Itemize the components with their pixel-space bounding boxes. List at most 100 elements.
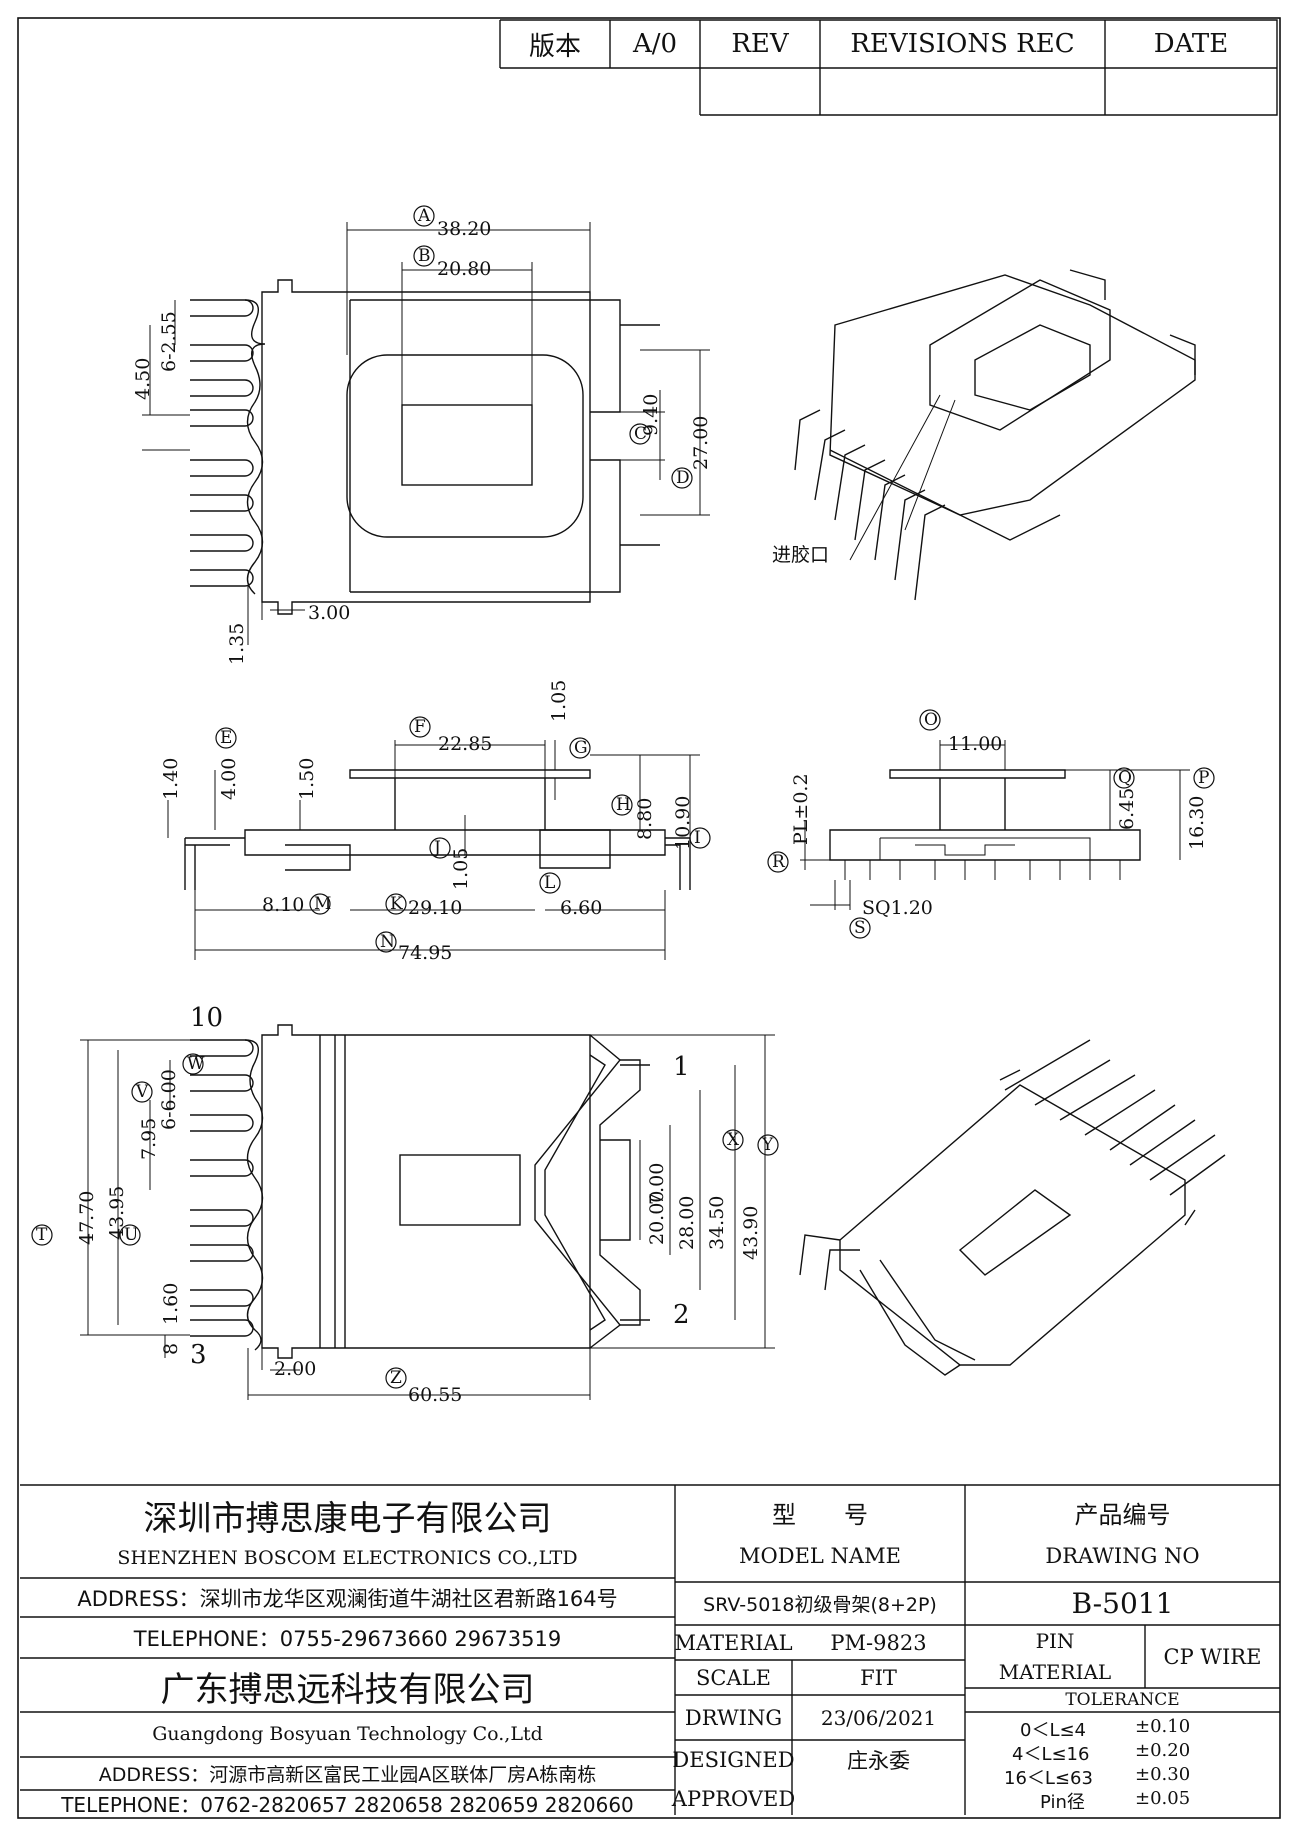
dim-w: 6-6.00 xyxy=(158,1069,180,1130)
dim-j: 1.05 xyxy=(450,847,472,890)
dim-l: 6.60 xyxy=(560,897,603,919)
date-label: DATE xyxy=(1153,29,1229,59)
side-view xyxy=(800,740,1190,910)
material-label: MATERIAL xyxy=(674,1630,793,1655)
drawing-value: B-5011 xyxy=(1071,1587,1174,1620)
dim-c: 9.40 xyxy=(640,393,662,436)
approved-label: APPROVED xyxy=(671,1786,796,1811)
dim-e: 4.00 xyxy=(218,757,240,800)
dim-n1: 1.60 xyxy=(160,1282,182,1325)
telephone2: TELEPHONE：0762-2820657 2820658 2820659 2… xyxy=(61,1793,634,1817)
dim-m: 8.10 xyxy=(262,894,305,916)
callout-o: O xyxy=(924,710,938,730)
callout-d: D xyxy=(676,468,690,488)
dim-r3: 28.00 xyxy=(676,1195,698,1250)
company1-cn: 深圳市搏思康电子有限公司 xyxy=(143,1498,552,1539)
callout-f: F xyxy=(414,717,426,737)
iso-top-view xyxy=(794,269,1196,601)
dim-x: 34.50 xyxy=(706,1195,728,1250)
dim-g1: 8 xyxy=(160,1342,182,1355)
dim-h: 8.80 xyxy=(634,797,656,840)
callout-g: G xyxy=(574,738,588,758)
top-view xyxy=(142,222,710,645)
dim-k: 29.10 xyxy=(408,897,463,919)
callout-y: Y xyxy=(762,1135,774,1155)
callout-k: K xyxy=(390,894,403,914)
tolerance-range-2: 4＜L≤16 xyxy=(1012,1744,1090,1765)
callout-q: Q xyxy=(1118,768,1132,788)
callout-b: B xyxy=(418,246,431,266)
dim-r2: 20.00 xyxy=(646,1190,668,1245)
callout-i: I xyxy=(694,828,701,848)
dim-pin-gap: 4.50 xyxy=(132,357,154,400)
pin-material-label-1: PIN xyxy=(1035,1628,1075,1653)
model-name-cn: 型 号 xyxy=(772,1500,868,1529)
dim-o: 11.00 xyxy=(948,733,1003,755)
pin-number-3: 3 xyxy=(190,1340,207,1370)
callout-w: W xyxy=(187,1054,205,1074)
callout-n: N xyxy=(380,932,395,952)
dim-p: 16.30 xyxy=(1186,795,1208,850)
callout-u: U xyxy=(124,1225,139,1245)
dim-pl: PL±0.2 xyxy=(790,773,812,845)
dim-w2: 2.00 xyxy=(274,1358,317,1380)
model-value: SRV-5018初级骨架(8+2P) xyxy=(703,1594,937,1616)
version-label: 版本 xyxy=(528,31,581,62)
callout-j: J xyxy=(434,838,441,858)
dim-s: SQ1.20 xyxy=(862,897,933,919)
tolerance-value-1: ±0.10 xyxy=(1135,1716,1191,1737)
dim-pin-pitch: 6-2.55 xyxy=(158,311,180,372)
company2-cn: 广东搏思远科技有限公司 xyxy=(160,1669,535,1710)
material-value: PM-9823 xyxy=(830,1630,927,1655)
pin-material-label-2: MATERIAL xyxy=(998,1660,1112,1684)
rev-label: REV xyxy=(731,29,789,59)
dim-h1: 1.40 xyxy=(160,757,182,800)
designed-value: 庄永委 xyxy=(847,1749,910,1773)
company1-en: SHENZHEN BOSCOM ELECTRONICS CO.,LTD xyxy=(117,1547,578,1569)
drawing-date: 23/06/2021 xyxy=(820,1705,937,1730)
callout-a: A xyxy=(418,206,431,226)
callout-t: T xyxy=(36,1225,48,1245)
tolerance-value-4: ±0.05 xyxy=(1135,1788,1191,1809)
tolerance-value-2: ±0.20 xyxy=(1135,1740,1191,1761)
dim-g-top: 1.05 xyxy=(548,679,570,722)
dim-pin-width: 1.35 xyxy=(226,622,248,665)
callout-h: H xyxy=(616,795,631,815)
callout-p: P xyxy=(1198,768,1210,788)
callout-v: V xyxy=(136,1082,149,1102)
callout-s: S xyxy=(854,918,866,938)
pin-number-10: 10 xyxy=(190,1003,224,1033)
bottom-view xyxy=(80,1024,775,1400)
tolerance-range-1: 0＜L≤4 xyxy=(1020,1720,1087,1741)
scale-label: SCALE xyxy=(696,1665,771,1690)
dim-z: 60.55 xyxy=(408,1384,463,1406)
pin-number-2: 2 xyxy=(673,1300,690,1330)
scale-value: FIT xyxy=(860,1665,897,1690)
company2-en: Guangdong Bosyuan Technology Co.,Ltd xyxy=(152,1723,543,1745)
address1: ADDRESS：深圳市龙华区观澜街道牛湖社区君新路164号 xyxy=(77,1586,618,1611)
drawing-no-en: DRAWING NO xyxy=(1045,1544,1200,1568)
callout-l: L xyxy=(544,873,556,893)
gate-label: 进胶口 xyxy=(772,544,830,566)
dim-pin-offset: 3.00 xyxy=(308,602,351,624)
dim-f: 22.85 xyxy=(438,733,493,755)
tolerance-range-3: 16＜L≤63 xyxy=(1004,1768,1093,1789)
drawing-no-cn: 产品编号 xyxy=(1074,1500,1171,1529)
dim-h2: 1.50 xyxy=(296,757,318,800)
dim-b: 20.80 xyxy=(437,258,492,280)
tolerance-range-4: Pin径 xyxy=(1040,1792,1085,1813)
dim-i: 10.90 xyxy=(672,795,694,850)
callout-m: M xyxy=(314,894,332,914)
tolerance-label: TOLERANCE xyxy=(1065,1690,1180,1710)
dim-d: 27.00 xyxy=(690,415,712,470)
callout-z: Z xyxy=(390,1368,402,1388)
dim-t: 47.70 xyxy=(76,1190,98,1245)
drawing-label: DRWING xyxy=(684,1705,783,1730)
address2: ADDRESS：河源市高新区富民工业园A区联体厂房A栋南栋 xyxy=(98,1764,597,1786)
revisions-label: REVISIONS REC xyxy=(850,29,1075,59)
dim-v: 7.95 xyxy=(138,1117,160,1160)
front-view xyxy=(167,740,700,960)
title-block xyxy=(20,1484,1280,1815)
pin-number-1: 1 xyxy=(673,1052,690,1082)
